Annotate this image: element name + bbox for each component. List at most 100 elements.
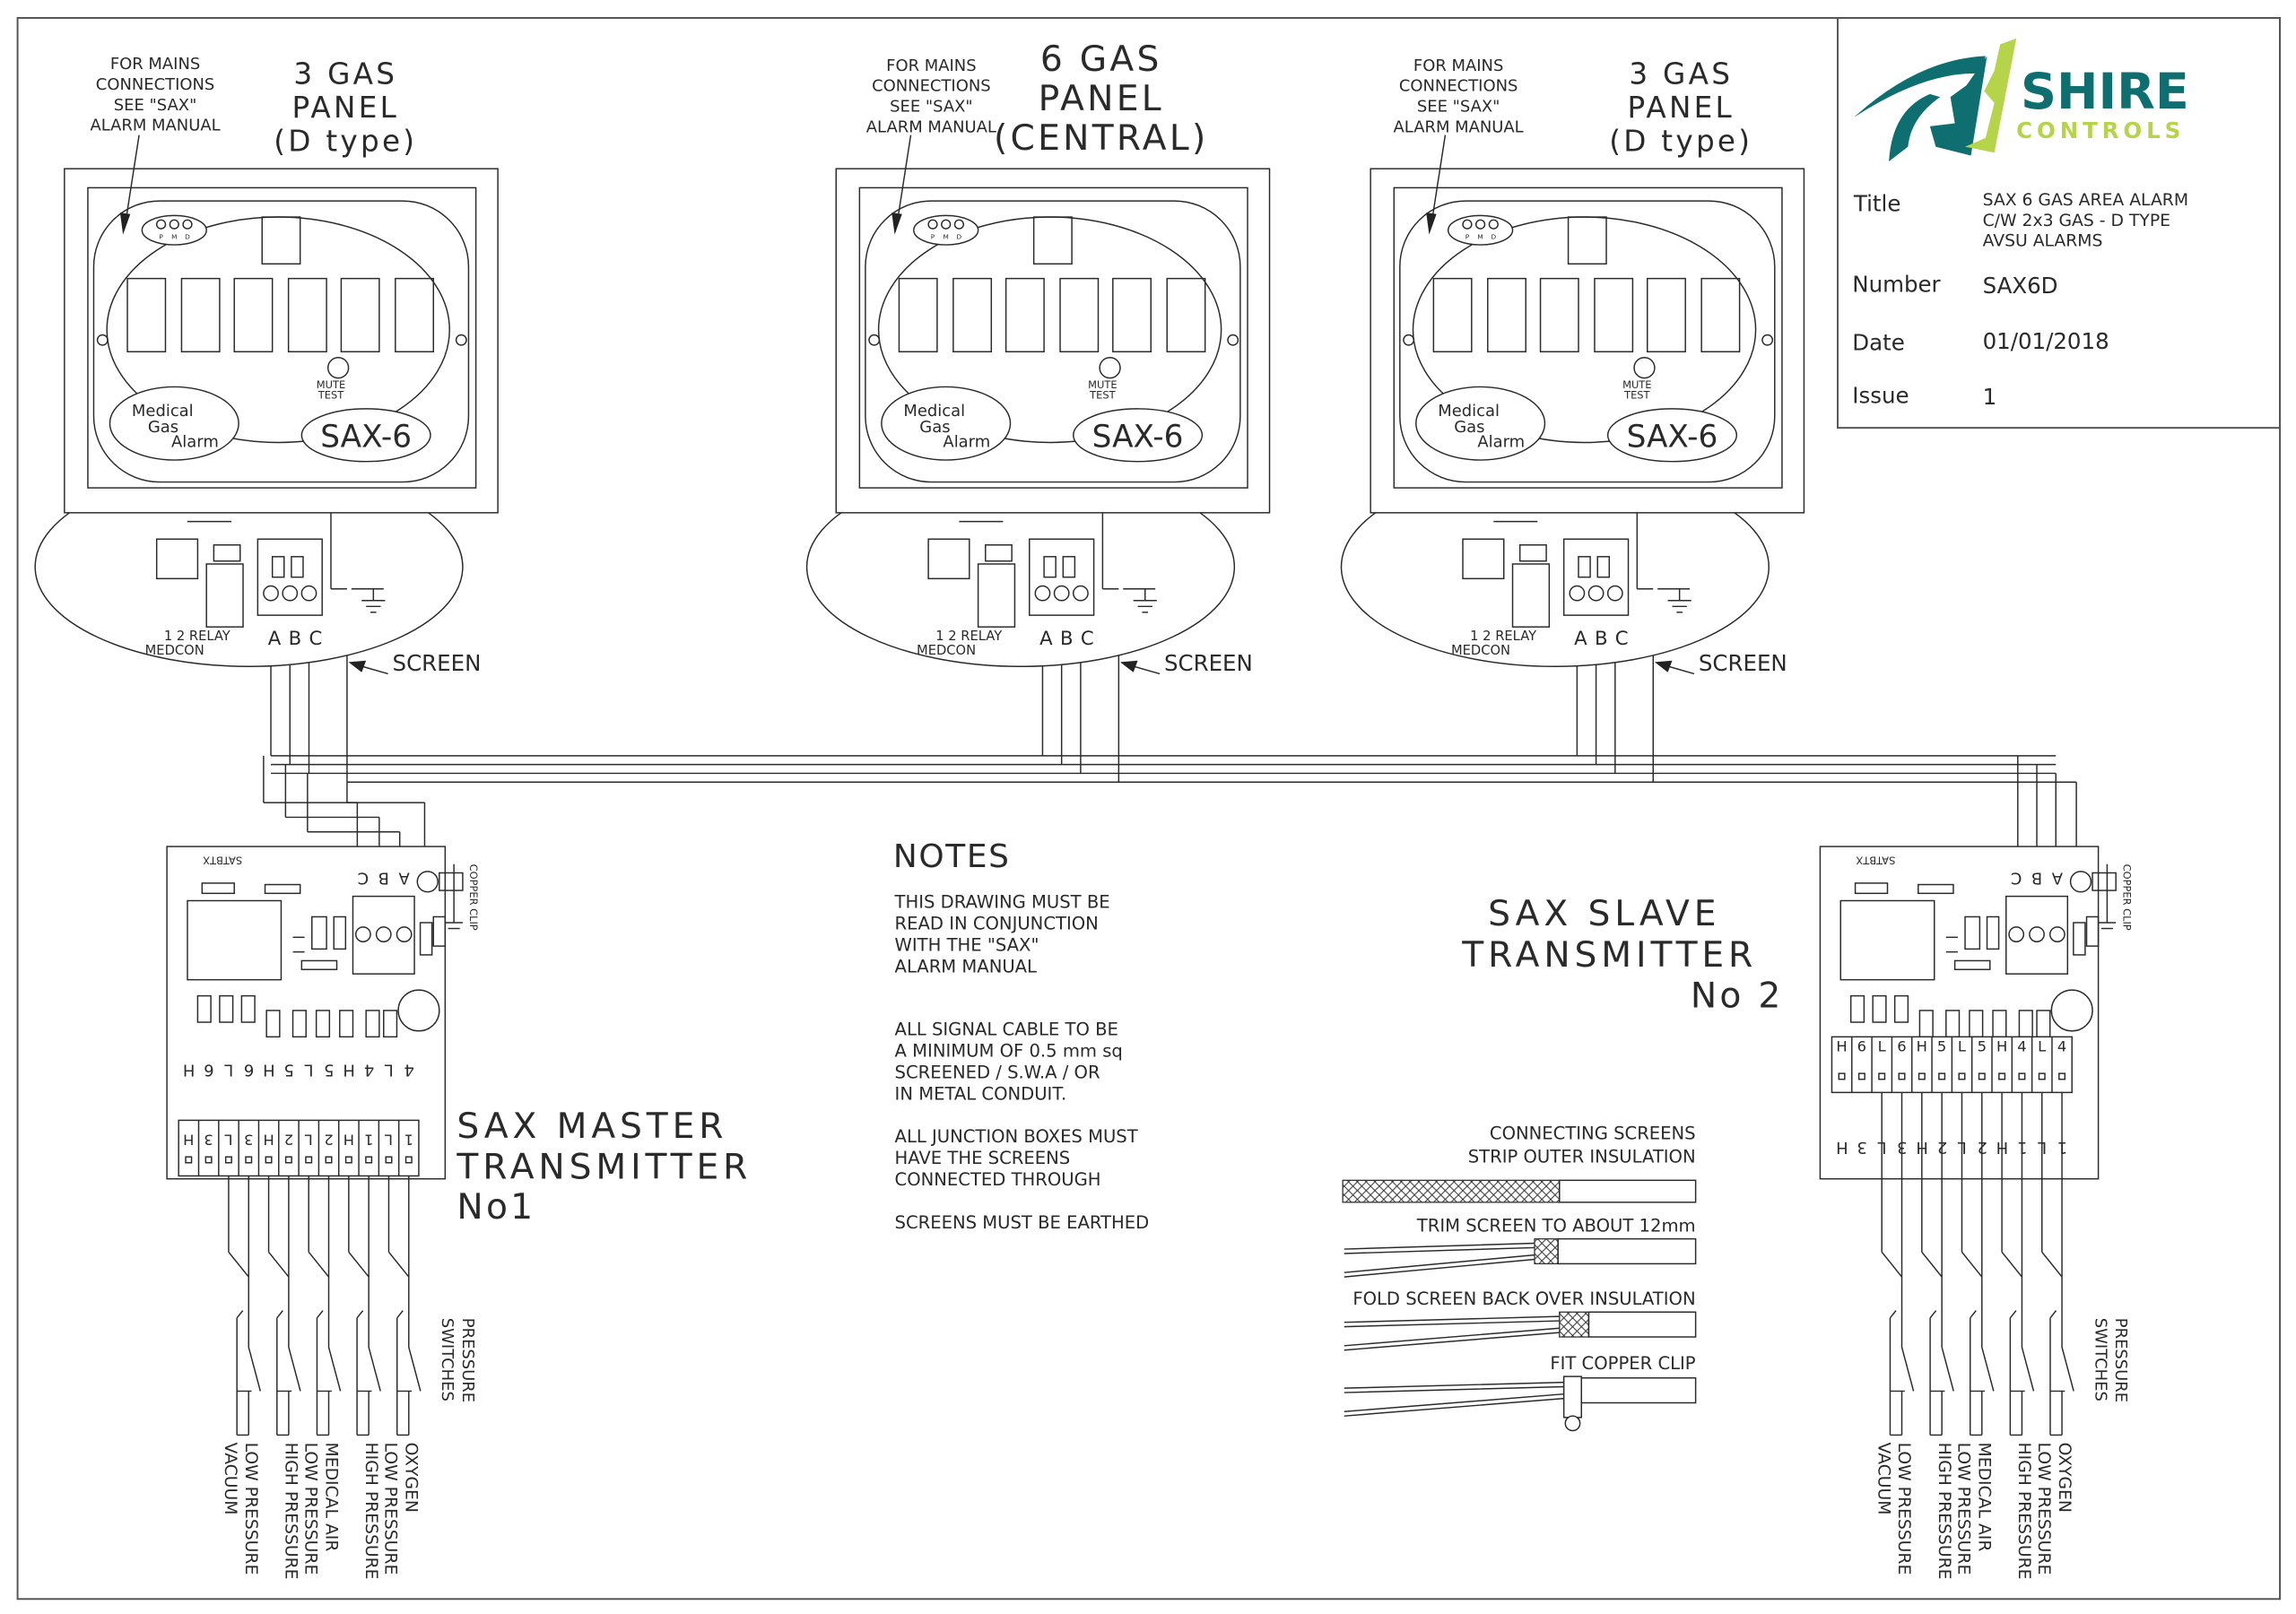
led-label: M [944,233,949,241]
panel-housing [64,168,499,514]
terminal-label: 2 [324,1132,333,1149]
test-label: TEST [317,388,344,401]
buzzer-icon [2050,989,2093,1032]
terminal-screw-icon [2038,1072,2046,1080]
terminal-slot [271,556,285,578]
screen-label: SCREEN [1699,650,1787,676]
title-label: Title [1853,191,1900,217]
terminal-screw-icon [245,1156,253,1164]
note-line: ALL SIGNAL CABLE TO BE [895,1020,1118,1040]
component [333,915,347,950]
pressure-switch-icon [2049,1310,2057,1319]
mute-test-button-icon [1633,357,1656,379]
brand-line: Gas [1454,418,1484,437]
terminal-screw-icon [2048,926,2066,942]
panel-face [1399,200,1776,483]
led-label: D [185,233,190,241]
model-label: SAX-6 [1092,419,1184,455]
gas-pressure-label: VACUUM [1874,1443,1892,1515]
brand-line: Gas [919,418,950,437]
relay-label: 1 2 RELAY [935,629,1002,644]
cable-core [1344,1254,1535,1278]
mains-note-line: SEE "SAX" [1417,97,1500,116]
gas-pressure-label: HIGH PRESSURE [361,1443,380,1580]
leader-arrow [1431,134,1447,221]
terminal-screw-icon [284,1156,292,1164]
terminal-label: L [385,1132,393,1149]
gas-indicator-window [952,277,993,352]
terminal-row-label: 4 [404,1060,413,1079]
mains-note-line: ALARM MANUAL [866,117,996,136]
component [432,915,447,947]
shire-controls-logo: SHIRE CONTROLS [1853,38,2189,161]
terminal-slot [1062,556,1076,578]
transmitter-title: TRANSMITTER [1461,935,1757,976]
pressure-switch-icon [356,1310,364,1319]
cable-insulation [1562,1376,1697,1404]
terminal-screw-icon [1053,585,1070,602]
terminal-screw-icon [365,1156,373,1164]
gas-pressure-label: LOW PRESSURE [1894,1443,1913,1575]
terminal-screw-icon [344,1156,352,1164]
pressure-switches-label: PRESSURE [2111,1318,2130,1402]
transmitter-title: No1 [457,1187,535,1228]
pressure-switch-icon [1900,1347,1915,1392]
jumper [201,882,235,895]
terminal-slot [1578,556,1591,578]
note-line: SCREENS MUST BE EARTHED [895,1212,1150,1233]
terminal-block [257,538,323,616]
note-line: ALARM MANUAL [895,957,1038,977]
terminal-screw-icon [1978,1072,1986,1080]
panel-housing [1370,168,1805,514]
terminal-screw-icon [2029,926,2045,942]
terminal-screw-icon [1606,585,1623,602]
note-line: WITH THE "SAX" [895,935,1039,956]
fuse [213,544,241,562]
terminal-block [1029,538,1095,616]
terminal-screw-icon [224,1156,232,1164]
step-label: FIT COPPER CLIP [1550,1353,1695,1374]
pressure-switch-icon [316,1310,324,1319]
led-icon [941,219,952,230]
mains-note-line: FOR MAINS [1413,56,1503,75]
pressure-switch-icon [368,1347,381,1392]
gas-pressure-label: MEDICAL AIR [1975,1443,1994,1552]
component [419,922,433,956]
screw-icon [1761,334,1774,346]
note-line: THIS DRAWING MUST BE [894,892,1110,913]
terminal-screw-icon [1569,585,1586,602]
title-line-2: C/W 2x3 GAS - D TYPE [1983,212,2170,230]
pressure-switch-icon [396,1310,404,1319]
gas-indicator-window [340,277,380,352]
led-icon [953,219,965,230]
terminal-label: 3 [244,1132,253,1149]
arrow-head-icon [1426,213,1437,235]
output-terminal-block [2005,895,2069,975]
title-line-1: SAX 6 GAS AREA ALARM [1983,191,2188,210]
gas-indicator-window [898,277,938,352]
panel-title-line: 6 GAS [1040,39,1162,80]
relay-module [1462,538,1505,580]
panel-title-line: (D type) [1609,125,1752,159]
terminal-row-label: 5 [283,1060,293,1079]
terminal-label: 2 [284,1132,293,1149]
led-label: D [1491,233,1496,241]
terminal-screw-icon [385,1156,393,1164]
terminal-row-label: 6 [204,1060,213,1079]
terminal-screw-icon [2018,1072,2026,1080]
note-line: A MINIMUM OF 0.5 mm sq [895,1041,1123,1062]
resistor [300,959,338,970]
switch-wire [228,1251,249,1278]
logo-word-shire: SHIRE [2021,63,2189,121]
gas-indicator-window [233,277,274,352]
terminal-row-label: 5 [324,1060,334,1079]
screen-label: SCREEN [393,650,482,676]
satbtx-label: SATBTX [203,855,242,867]
component [315,1010,331,1038]
terminal-screw-icon [1838,1072,1846,1080]
number-label: Number [1852,271,1941,297]
terminal-row-label: 3 [1857,1138,1866,1157]
